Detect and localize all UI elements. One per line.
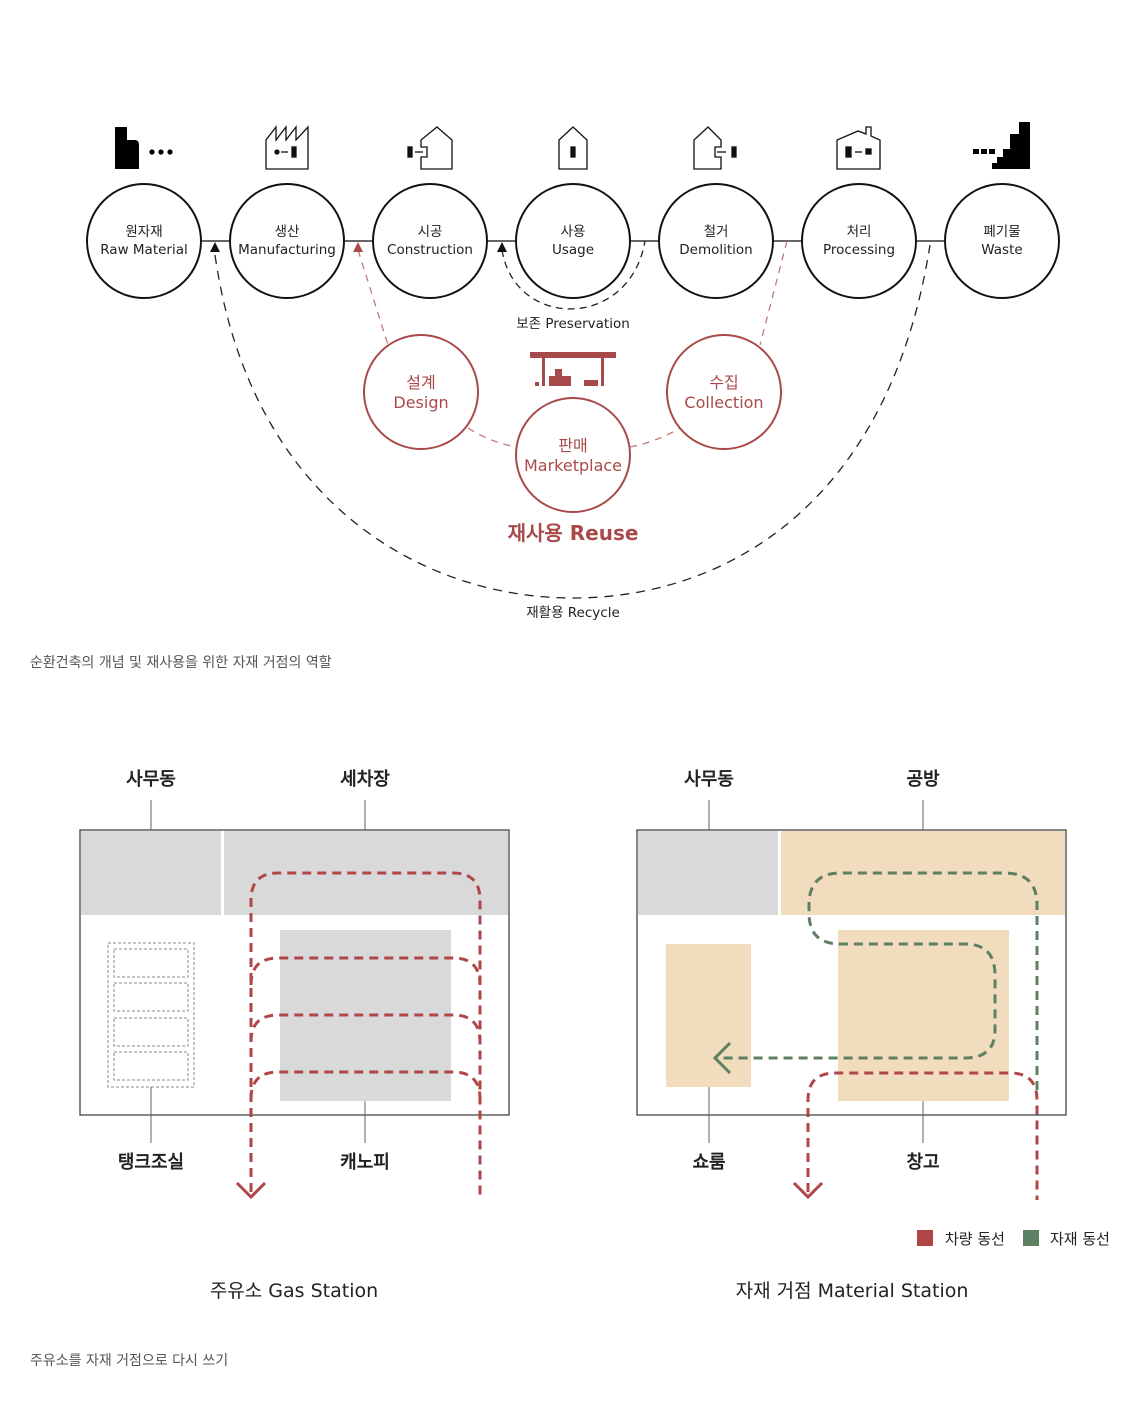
stage-label-ko: 폐기물 bbox=[983, 224, 1020, 240]
recycle-arc bbox=[214, 244, 931, 599]
stage-label-ko: 시공 bbox=[418, 224, 443, 240]
stage-label-en: Demolition bbox=[679, 242, 752, 258]
label-office: 사무동 bbox=[126, 769, 176, 790]
reuse-label-en: Design bbox=[393, 393, 448, 412]
reuse-label-en: Marketplace bbox=[524, 456, 622, 475]
legend-swatch-material bbox=[1023, 1230, 1039, 1246]
stage-label-en: Waste bbox=[981, 242, 1022, 258]
raw-material-icon bbox=[115, 127, 173, 169]
reuse-node-marketplace: 판매 Marketplace bbox=[515, 397, 631, 513]
gas-station-canopy-icon bbox=[530, 352, 616, 386]
preservation-label: 보존 Preservation bbox=[516, 316, 630, 332]
office-area bbox=[81, 831, 221, 915]
construction-house-icon bbox=[407, 126, 453, 170]
arrow-up-icon bbox=[353, 242, 363, 252]
demolition-house-icon bbox=[693, 126, 737, 170]
preservation-arc bbox=[501, 240, 646, 310]
stage-label-en: Raw Material bbox=[100, 242, 188, 258]
vehicle-route bbox=[249, 871, 482, 1200]
reuse-title: 재사용 Reuse bbox=[508, 521, 639, 545]
legend: 차량 동선 자재 동선 bbox=[917, 1230, 1110, 1248]
gas-station-title: 주유소 Gas Station bbox=[210, 1280, 378, 1302]
stage-label-en: Processing bbox=[823, 242, 895, 258]
stage-label-ko: 생산 bbox=[275, 224, 300, 240]
legend-label-vehicle: 차량 동선 bbox=[945, 1230, 1005, 1248]
gas-station-plan: 사무동 세차장 탱크조실 캐노피 주유소 Gas Station bbox=[79, 769, 510, 1302]
waste-stairs-icon bbox=[973, 122, 1030, 169]
arrow-up-icon bbox=[497, 242, 507, 252]
arrow-down-icon bbox=[792, 1181, 824, 1200]
reuse-label-ko: 설계 bbox=[406, 373, 435, 392]
stage-label-en: Manufacturing bbox=[238, 242, 336, 258]
factory-icon bbox=[265, 125, 309, 170]
label-car-wash: 세차장 bbox=[340, 769, 390, 790]
processing-house-icon bbox=[836, 126, 881, 170]
label-tank-room: 탱크조실 bbox=[118, 1152, 184, 1173]
reuse-label-en: Collection bbox=[684, 393, 763, 412]
reuse-node-collection: 수집 Collection bbox=[666, 334, 782, 450]
stage-raw-material: 원자재 Raw Material bbox=[86, 183, 202, 299]
material-station-title: 자재 거점 Material Station bbox=[736, 1280, 969, 1302]
showroom-area bbox=[666, 944, 751, 1087]
stage-label-en: Usage bbox=[552, 242, 594, 258]
warehouse-area bbox=[838, 930, 1009, 1101]
figure-caption-2: 주유소를 자재 거점으로 다시 쓰기 bbox=[30, 1353, 228, 1369]
stage-label-ko: 사용 bbox=[561, 224, 586, 240]
stage-processing: 처리 Processing bbox=[801, 183, 917, 299]
material-station-plan: 사무동 공방 쇼룸 창고 자재 거점 Material Station bbox=[636, 769, 1067, 1302]
material-route bbox=[716, 871, 1039, 1090]
reuse-label-ko: 판매 bbox=[558, 436, 587, 455]
stage-manufacturing: 생산 Manufacturing bbox=[229, 183, 345, 299]
legend-label-material: 자재 동선 bbox=[1050, 1230, 1110, 1248]
label-warehouse: 창고 bbox=[906, 1152, 939, 1173]
arrow-up-icon bbox=[210, 242, 220, 252]
label-office: 사무동 bbox=[684, 769, 734, 790]
label-canopy: 캐노피 bbox=[340, 1152, 390, 1173]
reuse-node-design: 설계 Design bbox=[363, 334, 479, 450]
reuse-links bbox=[357, 240, 788, 448]
stage-demolition: 철거 Demolition bbox=[658, 183, 774, 299]
house-icon bbox=[558, 126, 588, 170]
stage-label-ko: 원자재 bbox=[125, 224, 162, 240]
stage-label-ko: 처리 bbox=[847, 224, 872, 240]
reuse-label-ko: 수집 bbox=[709, 373, 738, 392]
legend-swatch-vehicle bbox=[917, 1230, 933, 1246]
arrow-down-icon bbox=[235, 1181, 267, 1200]
stage-construction: 시공 Construction bbox=[372, 183, 488, 299]
label-workshop: 공방 bbox=[906, 769, 940, 790]
label-showroom: 쇼룸 bbox=[692, 1152, 725, 1173]
stage-waste: 폐기물 Waste bbox=[944, 183, 1060, 299]
stage-label-ko: 철거 bbox=[704, 224, 729, 240]
figure-caption-1: 순환건축의 개념 및 재사용을 위한 자재 거점의 역할 bbox=[30, 655, 332, 671]
stage-usage: 사용 Usage bbox=[515, 183, 631, 299]
canopy-area bbox=[280, 930, 451, 1101]
stage-label-en: Construction bbox=[387, 242, 473, 258]
recycle-label: 재활용 Recycle bbox=[526, 605, 620, 621]
office-area bbox=[638, 831, 778, 915]
arrow-left-icon bbox=[712, 1041, 732, 1075]
